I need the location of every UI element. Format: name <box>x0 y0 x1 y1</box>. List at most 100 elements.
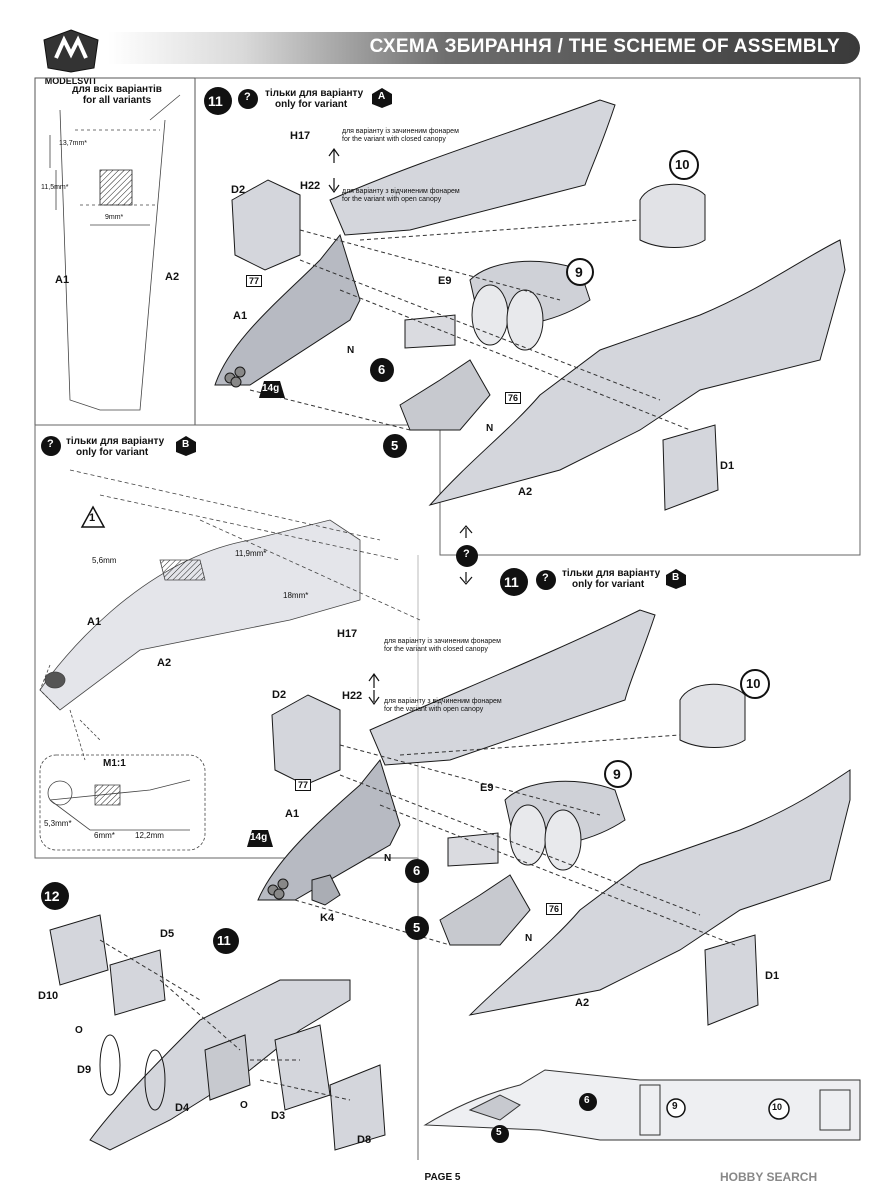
variant-b-badge-icon <box>176 436 196 456</box>
part-9-circle <box>604 760 632 788</box>
bottom-9-circle <box>666 1098 686 1118</box>
paint-n-2: N <box>525 933 533 944</box>
h17-note-ua: для варіанту із зачиненим фонарем <box>342 128 459 135</box>
part-d10: D10 <box>38 990 59 1002</box>
label-a2-mid: A2 <box>157 657 172 669</box>
page-number: PAGE 5 <box>424 1172 461 1183</box>
h17-note-ua: для варіанту із зачиненим фонарем <box>384 638 501 645</box>
step-11a-diagram <box>214 99 846 511</box>
part-6-label: 6 <box>378 362 386 377</box>
h17-note-en: for the variant with closed canopy <box>384 646 488 653</box>
part-6-label: 6 <box>413 863 421 878</box>
step-11b-title-en: only for variant <box>572 579 645 590</box>
header-bar <box>108 32 860 64</box>
part-d2: D2 <box>231 184 246 196</box>
part-a2: A2 <box>518 486 533 498</box>
warning-triangle-icon <box>80 505 106 528</box>
part-5-circle <box>405 916 429 940</box>
variant-b-title-ua: тільки для варіанту <box>66 436 165 447</box>
part-9-label: 9 <box>575 264 583 280</box>
part-d4: D4 <box>175 1102 190 1114</box>
part-d3: D3 <box>271 1110 286 1122</box>
paint-n-1: N <box>384 853 392 864</box>
h22-note-ua: для варіанту з відчиненим фонарем <box>342 188 460 195</box>
part-d8: D8 <box>357 1134 372 1146</box>
variant-a-badge: A <box>378 91 386 102</box>
step-12-circle <box>41 882 69 910</box>
step-12-number: 12 <box>44 888 60 904</box>
h22-note-en: for the variant with open canopy <box>384 706 484 713</box>
bottom-6-label: 6 <box>584 1095 590 1106</box>
paint-o-1: O <box>75 1025 83 1036</box>
variant-b-badge-icon <box>666 569 686 589</box>
weight-14g: 14g <box>262 383 280 394</box>
part-10-label: 10 <box>675 157 690 172</box>
modelsvit-logo <box>43 29 99 73</box>
weight-14g: 14g <box>250 832 268 843</box>
question-icon <box>41 436 61 456</box>
part-h17: H17 <box>290 130 311 142</box>
all-variants-title-en: for all variants <box>82 95 152 106</box>
part-d1: D1 <box>720 460 735 472</box>
ref-77: 77 <box>246 275 263 287</box>
dim-9: 9mm* <box>105 214 124 221</box>
label-a1-mid: A1 <box>87 616 102 628</box>
variant-a-badge-icon <box>372 88 392 108</box>
variant-b-title-en: only for variant <box>76 447 149 458</box>
step-11b-circle <box>500 568 528 596</box>
dim-13-7: 13,7mm* <box>59 140 88 147</box>
dim-5-6: 5,6mm <box>92 556 117 565</box>
question-icon <box>238 89 258 109</box>
part-10-circle <box>740 669 770 699</box>
part-6-circle <box>405 859 429 883</box>
scale-label: M1:1 <box>103 758 126 769</box>
h17-note-en: for the variant with closed canopy <box>342 136 446 143</box>
variant-b-nose-diagram <box>39 469 421 851</box>
part-a2: A2 <box>575 997 590 1009</box>
part-6-circle <box>370 358 394 382</box>
dim-12-2: 12,2mm <box>135 831 164 840</box>
question-mark: ? <box>47 438 54 450</box>
variant-b-badge: B <box>672 572 680 583</box>
part-d1: D1 <box>765 970 780 982</box>
part-a1: A1 <box>285 808 300 820</box>
all-variants-diagram <box>49 94 181 411</box>
bottom-5-circle <box>491 1125 509 1143</box>
part-10-label: 10 <box>746 676 761 691</box>
center-arrows <box>328 147 473 706</box>
part-e9: E9 <box>438 275 452 287</box>
dim-11-5: 11,5mm* <box>41 184 69 191</box>
part-5-label: 5 <box>391 438 399 453</box>
part-h17: H17 <box>337 628 358 640</box>
part-e9: E9 <box>480 782 494 794</box>
weight-icon <box>247 830 273 847</box>
part-d2: D2 <box>272 689 287 701</box>
variant-b-badge: B <box>182 439 190 450</box>
part-d5: D5 <box>160 928 175 940</box>
watermark: HOBBY SEARCH <box>720 1170 818 1184</box>
label-a2-top: A2 <box>165 271 180 283</box>
dim-18: 18mm* <box>283 591 309 600</box>
step-11a-number: 11 <box>208 93 223 109</box>
step-11a-title-ua: тільки для варіанту <box>265 88 364 99</box>
bottom-9-label: 9 <box>672 1101 678 1112</box>
brand-name: MODELSVIT <box>44 76 98 86</box>
part-h22: H22 <box>300 180 321 192</box>
part-a1: A1 <box>233 310 248 322</box>
step-ref-1: 1 <box>89 512 96 524</box>
paint-n-2: N <box>486 423 494 434</box>
weight-icon <box>259 381 285 398</box>
part-k4: K4 <box>320 912 335 924</box>
label-a1-top: A1 <box>55 274 70 286</box>
part-10-circle <box>669 150 699 180</box>
question-icon <box>536 570 556 590</box>
all-variants-title-ua: для всіх варіантів <box>72 84 162 95</box>
h22-note-ua: для варіанту з відчиненим фонарем <box>384 698 502 705</box>
part-5-label: 5 <box>413 920 421 935</box>
part-d9: D9 <box>77 1064 92 1076</box>
dim-6: 6mm* <box>94 831 115 840</box>
page-title: СХЕМА ЗБИРАННЯ / THE SCHEME OF ASSEMBLY <box>369 36 840 57</box>
ref-76: 76 <box>505 392 522 404</box>
